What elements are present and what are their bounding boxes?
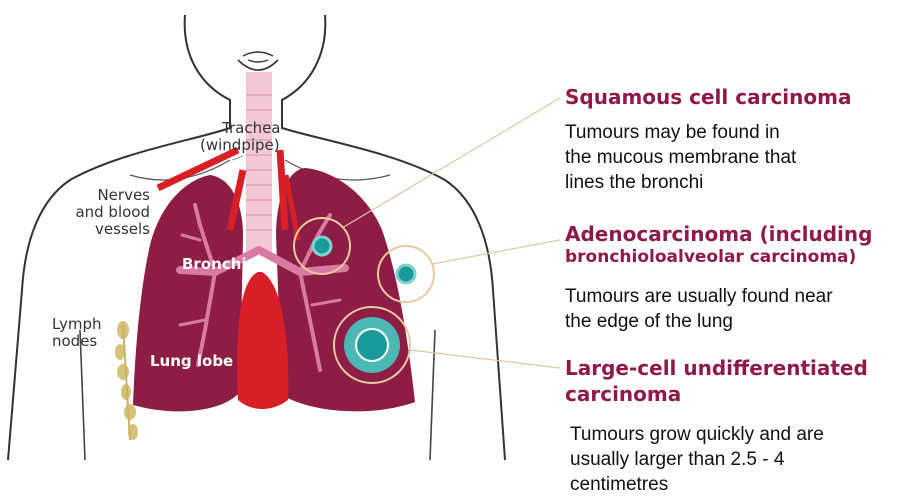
leader-line-large	[410, 350, 560, 368]
leader-line-squamous	[342, 98, 560, 228]
title-adeno: Adenocarcinoma (including	[565, 222, 872, 246]
title-large-cell: Large-cell undifferentiated	[565, 356, 868, 380]
label-trachea: Trachea	[222, 120, 281, 137]
lymph-vessel	[123, 325, 130, 440]
title-large-cell-2: carcinoma	[565, 382, 681, 406]
title-adeno-2: bronchioloalveolar carcinoma)	[565, 247, 856, 267]
tumour-adeno	[397, 265, 415, 283]
title-squamous: Squamous cell carcinoma	[565, 85, 851, 109]
label-nerves: Nerves and blood vessels	[60, 187, 150, 238]
tumour-squamous	[313, 237, 331, 255]
desc-large-cell: Tumours grow quickly and are usually lar…	[570, 422, 824, 497]
right-artery	[280, 150, 285, 230]
mouth	[243, 52, 273, 62]
label-lymph-nodes: Lymph nodes	[52, 316, 102, 350]
label-lung-lobe: Lung lobe	[150, 352, 233, 370]
tumour-large	[356, 329, 388, 361]
desc-squamous: Tumours may be found in the mucous membr…	[565, 120, 796, 195]
label-trachea-sub: (windpipe)	[200, 137, 280, 154]
trachea	[246, 72, 272, 252]
leader-line-trachea	[232, 156, 243, 160]
label-bronchi: Bronchi	[182, 255, 247, 273]
desc-adeno: Tumours are usually found near the edge …	[565, 284, 833, 334]
leader-line-adeno	[432, 240, 560, 264]
